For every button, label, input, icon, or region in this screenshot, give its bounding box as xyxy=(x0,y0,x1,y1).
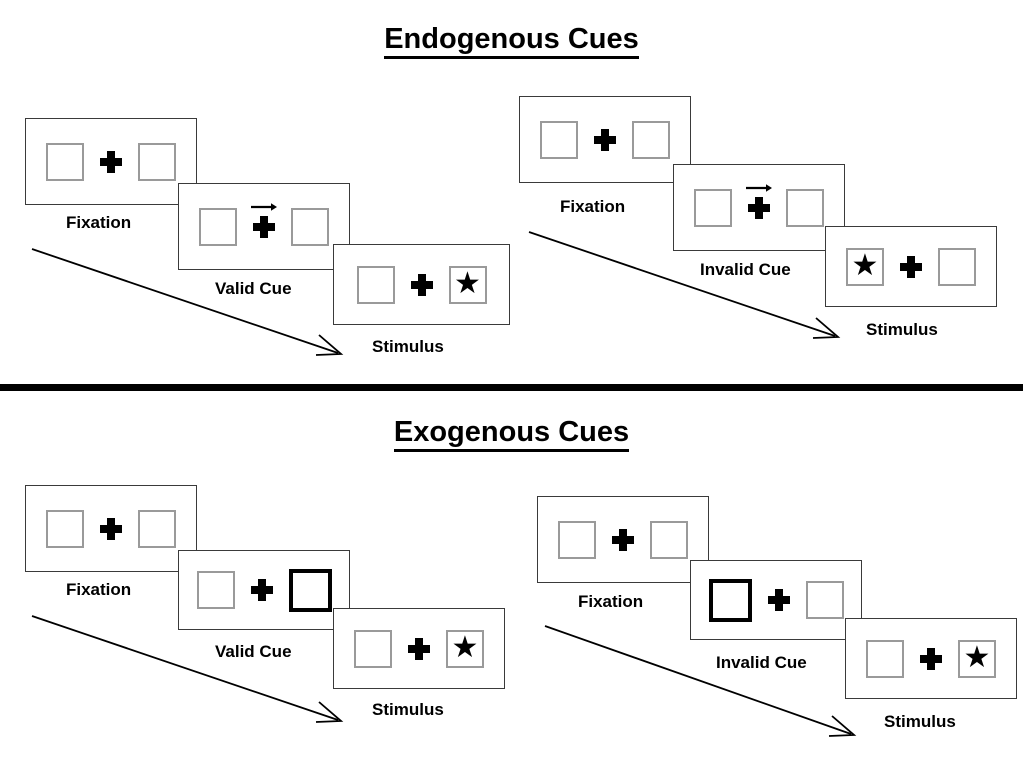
panel-exogenous-valid-fixation[interactable] xyxy=(25,485,197,572)
stim-box-right xyxy=(650,520,688,559)
panel-exogenous-valid-cue[interactable] xyxy=(178,550,350,630)
panel-content xyxy=(196,568,332,612)
flow-arrow-exogenous-invalid xyxy=(544,625,857,737)
panel-endogenous-invalid-fixation[interactable] xyxy=(519,96,691,183)
stage-label-exogenous-invalid-cue: Invalid Cue xyxy=(716,653,807,672)
flow-arrow-exogenous-valid xyxy=(31,615,344,723)
panel-endogenous-valid-fixation[interactable] xyxy=(25,118,197,205)
stim-box-right xyxy=(805,581,844,619)
panel-exogenous-valid-stimulus[interactable]: ★ xyxy=(333,608,505,689)
cue-arrow-right-icon xyxy=(746,183,772,192)
panel-content: ★ xyxy=(846,247,976,286)
panel-exogenous-invalid-fixation[interactable] xyxy=(537,496,709,583)
star-icon: ★ xyxy=(851,248,879,282)
stim-box-left-cued xyxy=(708,578,752,622)
stim-box-left xyxy=(694,188,732,227)
fixation-cross-icon xyxy=(766,587,792,613)
stim-box-left xyxy=(540,120,578,159)
fixation-cross-icon xyxy=(918,646,944,672)
panel-exogenous-invalid-cue[interactable] xyxy=(690,560,862,640)
panel-content xyxy=(708,578,844,622)
section-divider xyxy=(0,384,1023,391)
star-icon: ★ xyxy=(451,630,479,664)
stim-box-left xyxy=(354,629,392,668)
fixation-cross-icon xyxy=(592,127,618,153)
stim-box-left xyxy=(866,639,904,678)
fixation-cross-icon xyxy=(409,272,435,298)
stim-box-right xyxy=(632,120,670,159)
stim-box-left xyxy=(46,509,84,548)
stage-label-endogenous-valid-stimulus: Stimulus xyxy=(372,337,444,356)
section-title-endogenous-text: Endogenous Cues xyxy=(384,23,639,59)
section-title-endogenous: Endogenous Cues xyxy=(0,23,1023,59)
stim-box-right-cued xyxy=(288,568,332,612)
fixation-cross-icon xyxy=(406,636,432,662)
panel-exogenous-invalid-stimulus[interactable]: ★ xyxy=(845,618,1017,699)
stim-box-right xyxy=(138,142,176,181)
stage-label-endogenous-valid-cue: Valid Cue xyxy=(215,279,292,298)
panel-content xyxy=(558,520,688,559)
panel-content xyxy=(540,120,670,159)
stim-box-right xyxy=(938,247,976,286)
fixation-cross-icon xyxy=(610,527,636,553)
panel-content xyxy=(694,183,824,227)
panel-content xyxy=(199,202,329,246)
panel-content: ★ xyxy=(356,265,487,304)
stim-box-right: ★ xyxy=(446,629,484,668)
stage-label-endogenous-valid-fixation: Fixation xyxy=(66,213,132,232)
fixation-cross-icon xyxy=(251,202,277,240)
stim-box-left xyxy=(196,571,235,609)
panel-endogenous-invalid-cue[interactable] xyxy=(673,164,845,251)
fixation-cross-icon xyxy=(98,516,124,542)
panel-endogenous-valid-cue[interactable] xyxy=(178,183,350,270)
stim-box-right: ★ xyxy=(958,639,996,678)
stage-label-endogenous-invalid-fixation: Fixation xyxy=(560,197,626,216)
panel-endogenous-valid-stimulus[interactable]: ★ xyxy=(333,244,510,325)
stim-box-left: ★ xyxy=(846,247,884,286)
section-title-exogenous-text: Exogenous Cues xyxy=(393,416,630,452)
cue-arrow-right-icon xyxy=(251,202,277,211)
stim-box-left xyxy=(46,142,84,181)
fixation-cross-icon xyxy=(898,254,924,280)
stim-box-left xyxy=(558,520,596,559)
panel-content xyxy=(46,142,176,181)
stage-label-exogenous-valid-fixation: Fixation xyxy=(66,580,132,599)
panel-content xyxy=(46,509,176,548)
fixation-cross-icon xyxy=(249,577,275,603)
panel-content: ★ xyxy=(354,629,484,668)
star-icon: ★ xyxy=(454,266,481,300)
stim-box-left xyxy=(199,207,237,246)
fixation-cross-icon xyxy=(98,149,124,175)
section-title-exogenous: Exogenous Cues xyxy=(0,416,1023,452)
panel-endogenous-invalid-stimulus[interactable]: ★ xyxy=(825,226,997,307)
stage-label-exogenous-invalid-fixation: Fixation xyxy=(578,592,644,611)
stim-box-right: ★ xyxy=(448,265,487,304)
stage-label-exogenous-invalid-stimulus: Stimulus xyxy=(884,712,956,731)
fixation-cross-icon xyxy=(746,183,772,221)
stage-label-exogenous-valid-stimulus: Stimulus xyxy=(372,700,444,719)
stim-box-right xyxy=(138,509,176,548)
stage-label-endogenous-invalid-stimulus: Stimulus xyxy=(866,320,938,339)
stim-box-left xyxy=(356,265,395,304)
stage-label-exogenous-valid-cue: Valid Cue xyxy=(215,642,292,661)
stim-box-right xyxy=(786,188,824,227)
stim-box-right xyxy=(291,207,329,246)
panel-content: ★ xyxy=(866,639,996,678)
star-icon: ★ xyxy=(963,640,991,674)
stage-label-endogenous-invalid-cue: Invalid Cue xyxy=(700,260,791,279)
